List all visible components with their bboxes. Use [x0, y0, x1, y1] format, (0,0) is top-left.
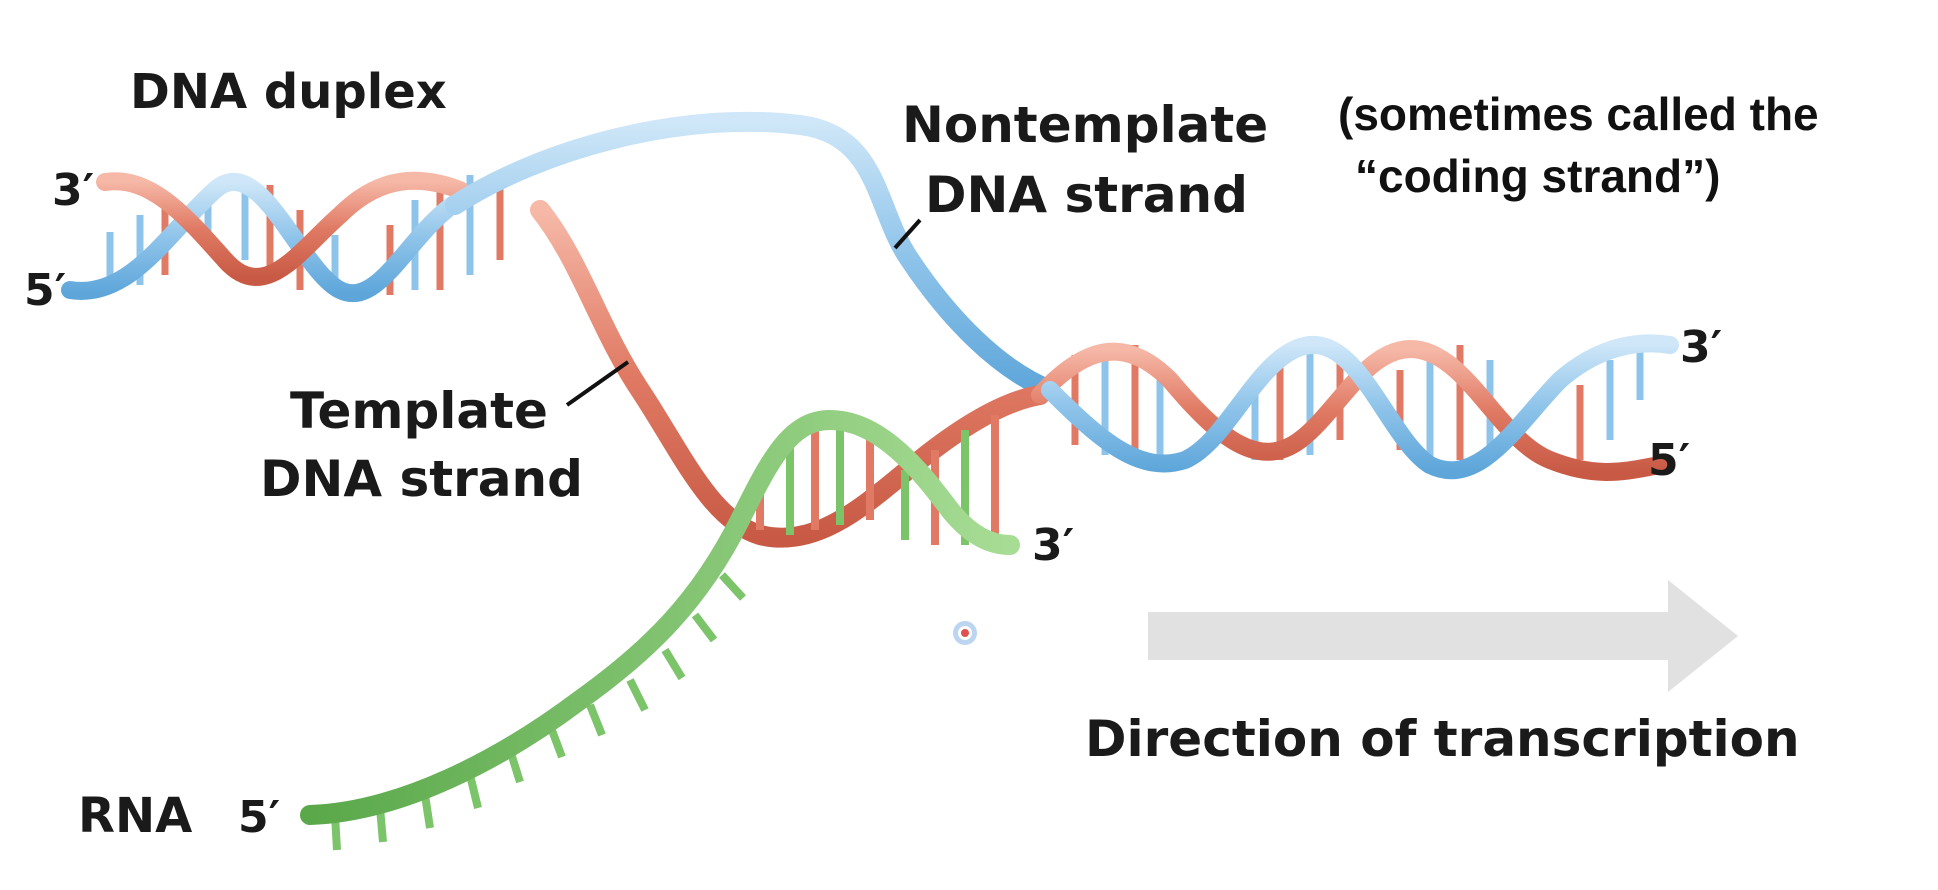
rna-5prime-label: 5′ [238, 792, 280, 843]
direction-arrow-head [1668, 580, 1738, 692]
right-duplex-blue-strand [1041, 334, 1679, 480]
dna-duplex-label: DNA duplex [130, 64, 447, 120]
left-duplex-red-strand [96, 171, 469, 286]
nontemplate-label-line1: Nontemplate [902, 96, 1268, 154]
template-label-line2: DNA strand [260, 450, 583, 508]
right-5prime-label: 5′ [1648, 435, 1690, 486]
template-label-line1: Template [290, 382, 548, 440]
nontemplate-label-line2: DNA strand [925, 166, 1248, 224]
rna-label: RNA [78, 788, 192, 844]
cursor-dot [953, 621, 977, 645]
left-5prime-label: 5′ [24, 265, 66, 316]
coding-strand-note-line1: (sometimes called the [1338, 88, 1819, 140]
left-3prime-label: 3′ [52, 165, 94, 216]
right-3prime-label: 3′ [1680, 322, 1722, 373]
direction-arrow-shaft [1148, 612, 1678, 660]
nontemplate-leader-line [893, 218, 922, 250]
direction-of-transcription-label: Direction of transcription [1085, 710, 1800, 768]
right-duplex-red-strand [1031, 340, 1669, 481]
rna-strand [300, 409, 1020, 825]
direction-arrow [1148, 580, 1738, 692]
left-duplex-blue-strand [61, 173, 469, 302]
nontemplate-strand [445, 111, 1060, 400]
coding-strand-note-line2: “coding strand”) [1355, 150, 1720, 202]
template-strand [530, 200, 1050, 548]
rna-3prime-label: 3′ [1032, 520, 1074, 571]
template-leader-line [565, 360, 630, 407]
